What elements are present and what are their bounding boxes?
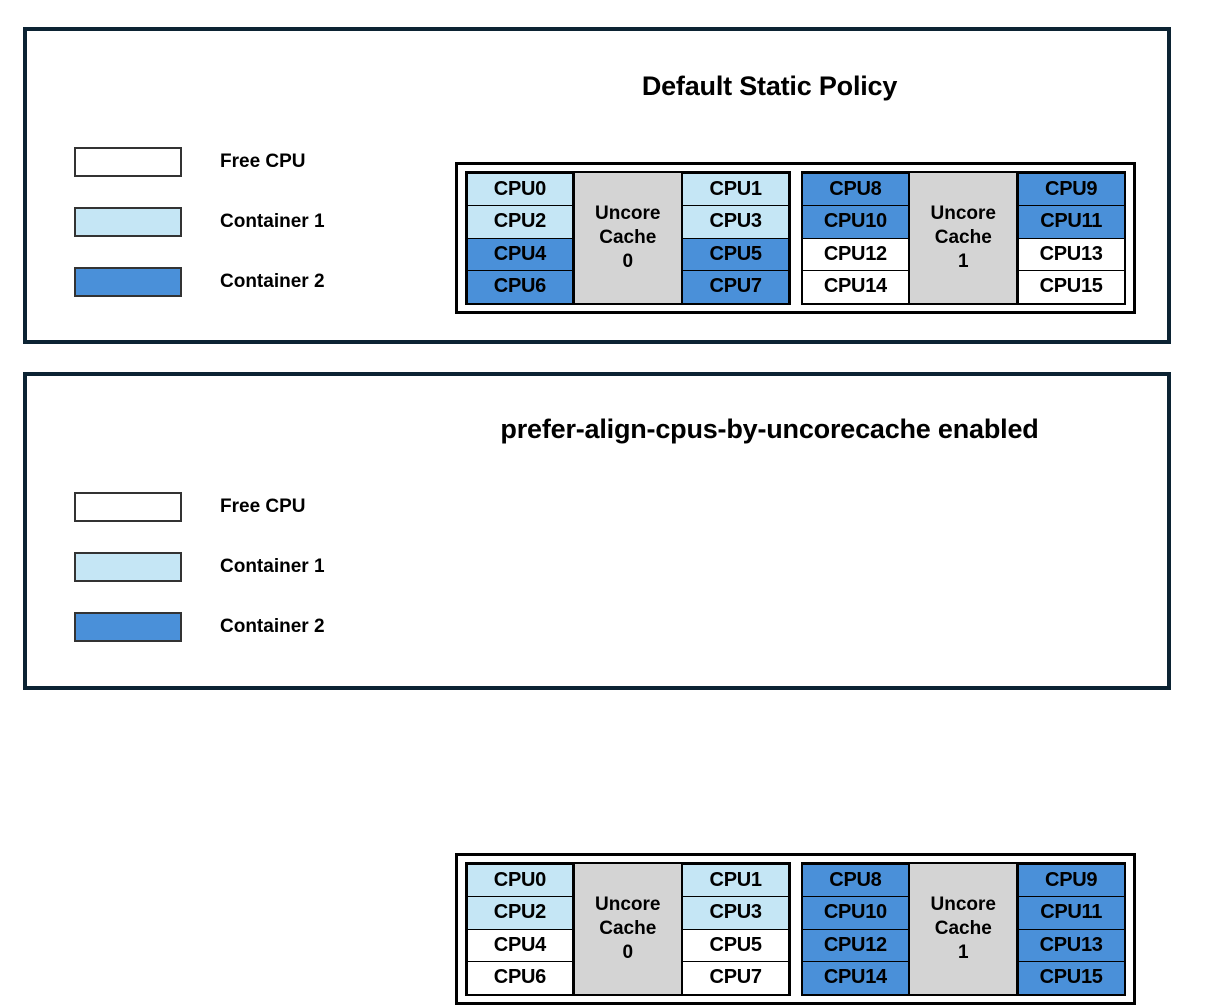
uncore-cache-line-2: Cache: [599, 917, 657, 939]
legend-label-container-2: Container 2: [220, 271, 325, 292]
cpu-cell: CPU2: [466, 205, 574, 239]
cpu-column-left: CPU0 CPU2 CPU4 CPU6: [466, 863, 574, 995]
uncore-cache-line-2: Cache: [934, 917, 992, 939]
legend-swatch-container-1: [74, 207, 182, 237]
cache-group-0: CPU0 CPU2 CPU4 CPU6 Uncore Cache 0 CPU1 …: [465, 171, 791, 305]
uncore-cache-label: Uncore Cache 0: [572, 864, 683, 994]
legend-bottom: Free CPU Container 1 Container 2: [74, 477, 325, 657]
cpu-cell: CPU2: [466, 896, 574, 930]
cpu-cell: CPU9: [1017, 172, 1125, 206]
uncore-cache-index: 0: [622, 251, 634, 273]
cpu-cell: CPU12: [802, 928, 909, 962]
uncore-cache-line-2: Cache: [599, 226, 657, 248]
cpu-column-left: CPU0 CPU2 CPU4 CPU6: [466, 172, 574, 304]
legend-item-container-2: Container 2: [74, 252, 325, 312]
uncore-cache-label: Uncore Cache 1: [908, 864, 1019, 994]
cpu-column-right: CPU9 CPU11 CPU13 CPU15: [1017, 172, 1125, 304]
uncore-cache-line-2: Cache: [934, 226, 992, 248]
cpu-cell: CPU10: [802, 896, 909, 930]
uncore-cache-index: 0: [622, 942, 634, 964]
legend-item-container-2: Container 2: [74, 597, 325, 657]
cpu-cell: CPU4: [466, 928, 574, 962]
panel-prefer-align-cpus-by-uncorecache: prefer-align-cpus-by-uncorecache enabled…: [23, 372, 1171, 1005]
cpu-column-right: CPU9 CPU11 CPU13 CPU15: [1017, 863, 1125, 995]
cpu-cell: CPU8: [802, 172, 909, 206]
cpu-cell: CPU12: [802, 237, 909, 271]
legend-swatch-container-2: [74, 612, 182, 642]
legend-swatch-free-cpu: [74, 147, 182, 177]
cpu-column-right: CPU1 CPU3 CPU5 CPU7: [682, 172, 789, 304]
cpu-cell: CPU11: [1017, 896, 1125, 930]
cpu-cell: CPU11: [1017, 205, 1125, 239]
page-title: Default Static Policy: [641, 71, 898, 101]
cpu-cell: CPU7: [682, 961, 789, 995]
cpu-column-left: CPU8 CPU10 CPU12 CPU14: [802, 863, 909, 995]
cpu-topology-diagram: CPU0 CPU2 CPU4 CPU6 Uncore Cache 0 CPU1 …: [455, 853, 1136, 1005]
cpu-cell: CPU6: [466, 270, 574, 304]
cpu-cell: CPU10: [802, 205, 909, 239]
cpu-cell: CPU8: [802, 863, 909, 897]
cpu-cell: CPU14: [802, 961, 909, 995]
page-title: prefer-align-cpus-by-uncorecache enabled: [500, 414, 1039, 444]
legend-label-free-cpu: Free CPU: [220, 151, 306, 172]
cache-group-1: CPU8 CPU10 CPU12 CPU14 Uncore Cache 1 CP…: [800, 862, 1126, 996]
legend-swatch-container-2: [74, 267, 182, 297]
uncore-cache-line-1: Uncore: [595, 202, 661, 224]
legend-label-container-1: Container 1: [220, 556, 325, 577]
cpu-cell: CPU14: [802, 270, 909, 304]
cpu-cell: CPU9: [1017, 863, 1125, 897]
cpu-cell: CPU1: [682, 863, 789, 897]
cpu-cell: CPU13: [1017, 928, 1125, 962]
cpu-column-left: CPU8 CPU10 CPU12 CPU14: [802, 172, 909, 304]
cpu-cell: CPU15: [1017, 270, 1125, 304]
cpu-cell: CPU1: [682, 172, 789, 206]
legend-label-container-1: Container 1: [220, 211, 325, 232]
cache-group-0: CPU0 CPU2 CPU4 CPU6 Uncore Cache 0 CPU1 …: [465, 862, 791, 996]
cpu-cell: CPU6: [466, 961, 574, 995]
cpu-cell: CPU7: [682, 270, 789, 304]
cpu-cell: CPU13: [1017, 237, 1125, 271]
cpu-topology-diagram: CPU0 CPU2 CPU4 CPU6 Uncore Cache 0 CPU1 …: [455, 162, 1136, 314]
uncore-cache-line-1: Uncore: [930, 202, 996, 224]
panel-default-static-policy: Default Static Policy Free CPU Container…: [23, 27, 1171, 344]
cpu-cell: CPU5: [682, 928, 789, 962]
cpu-cell: CPU0: [466, 172, 574, 206]
cpu-cell: CPU15: [1017, 961, 1125, 995]
uncore-cache-label: Uncore Cache 0: [572, 173, 683, 303]
cache-group-1: CPU8 CPU10 CPU12 CPU14 Uncore Cache 1 CP…: [800, 171, 1126, 305]
uncore-cache-label: Uncore Cache 1: [908, 173, 1019, 303]
cpu-cell: CPU3: [682, 205, 789, 239]
cpu-cell: CPU3: [682, 896, 789, 930]
legend-item-container-1: Container 1: [74, 192, 325, 252]
cpu-cell: CPU5: [682, 237, 789, 271]
uncore-cache-index: 1: [957, 942, 969, 964]
legend-item-container-1: Container 1: [74, 537, 325, 597]
legend-label-free-cpu: Free CPU: [220, 496, 306, 517]
uncore-cache-line-1: Uncore: [930, 893, 996, 915]
legend-swatch-container-1: [74, 552, 182, 582]
cpu-cell: CPU4: [466, 237, 574, 271]
cpu-column-right: CPU1 CPU3 CPU5 CPU7: [682, 863, 789, 995]
uncore-cache-index: 1: [957, 251, 969, 273]
legend-item-free-cpu: Free CPU: [74, 477, 325, 537]
cpu-cell: CPU0: [466, 863, 574, 897]
legend-item-free-cpu: Free CPU: [74, 132, 325, 192]
legend-swatch-free-cpu: [74, 492, 182, 522]
uncore-cache-line-1: Uncore: [595, 893, 661, 915]
legend-label-container-2: Container 2: [220, 616, 325, 637]
legend-top: Free CPU Container 1 Container 2: [74, 132, 325, 312]
